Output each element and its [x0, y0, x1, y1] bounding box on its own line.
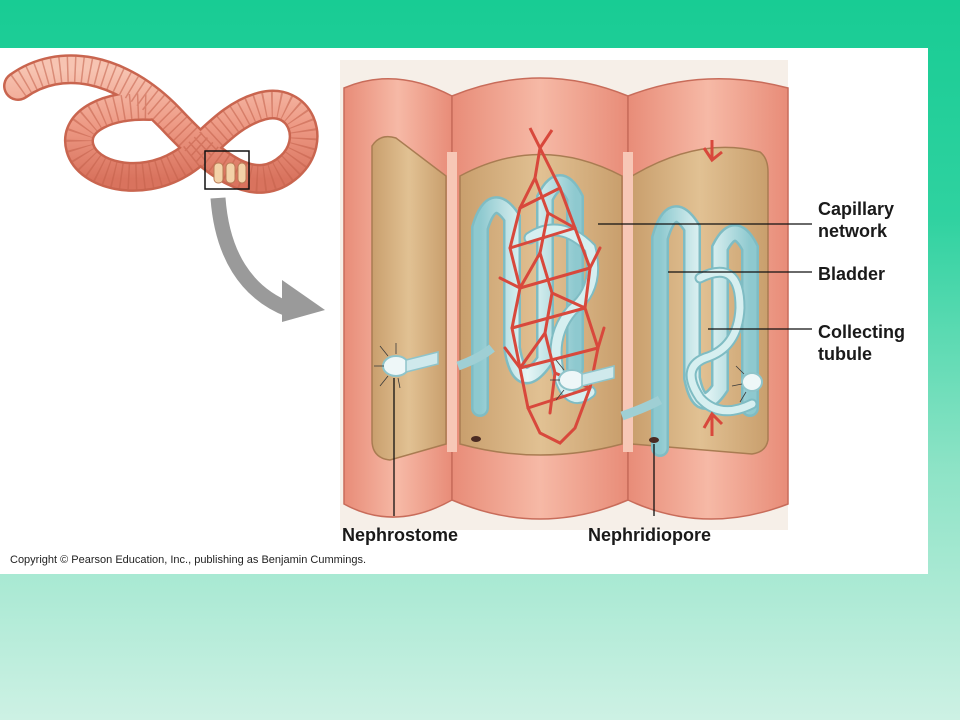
label-nephridiopore: Nephridiopore	[588, 525, 712, 545]
earthworm-overview	[3, 54, 319, 194]
label-capillary-line2: network	[818, 221, 888, 241]
zoom-box	[204, 150, 250, 190]
label-collecting-tubule: Collecting tubule	[818, 321, 905, 365]
slide-panel: Capillary network Bladder Collecting tub…	[0, 48, 928, 574]
leader-lines	[393, 223, 812, 516]
nephrostome-funnel-middle	[550, 359, 615, 401]
capillary-mesh	[498, 146, 606, 445]
label-nephrostome: Nephrostome	[342, 525, 459, 545]
label-collecting-line2: tubule	[818, 344, 872, 364]
nephridiopore-opening-right	[649, 437, 659, 443]
label-collecting-line1: Collecting	[818, 322, 906, 342]
enlarged-segments	[340, 60, 789, 530]
right-nephridium	[620, 205, 759, 457]
earthworm-nephridia-diagram	[3, 54, 812, 530]
label-capillary-line1: Capillary	[818, 199, 895, 219]
copyright-notice: Copyright © Pearson Education, Inc., pub…	[10, 554, 367, 566]
nephrostome-funnel-right	[731, 365, 763, 403]
label-bladder: Bladder	[818, 264, 886, 284]
nephrostome-funnel-left	[374, 343, 439, 389]
zoom-arrow	[210, 197, 325, 322]
nephridiopore-opening-left	[471, 436, 481, 442]
label-capillary-network: Capillary network	[818, 198, 894, 242]
